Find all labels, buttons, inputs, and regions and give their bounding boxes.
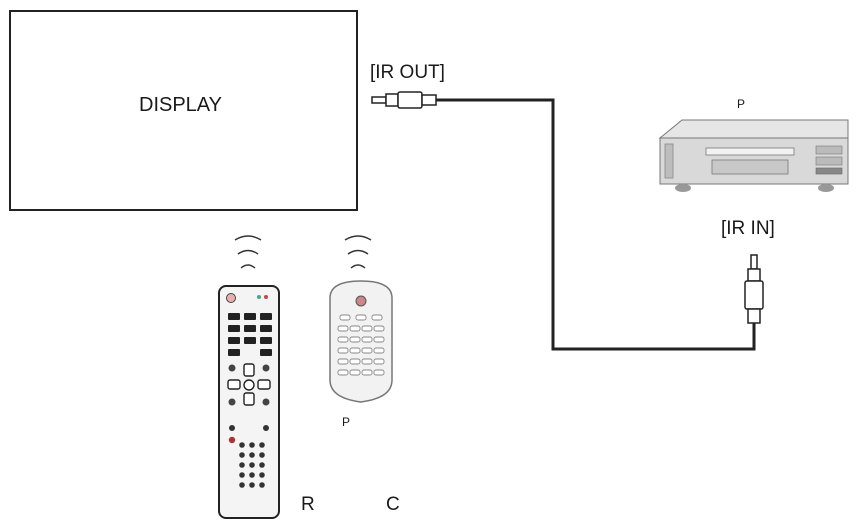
ir-cable: [436, 98, 756, 351]
ir-out-jack-icon: [371, 91, 437, 109]
display-screen: [9, 10, 358, 211]
ir-signal-icon: [234, 235, 262, 269]
ir-out-label: [IR OUT]: [370, 62, 445, 83]
display-label: DISPLAY: [139, 94, 222, 116]
remote-r-label: R: [301, 494, 315, 515]
remote-control-icon: [218, 285, 280, 519]
ir-in-jack-icon: [744, 254, 764, 324]
player-tag-label: P: [737, 97, 746, 111]
ir-in-label: [IR IN]: [721, 218, 775, 239]
remote-small-tag-label: P: [342, 415, 351, 429]
dvd-player-icon: [658, 119, 849, 192]
remote-c-label: C: [386, 494, 400, 515]
ir-signal-icon: [344, 235, 372, 269]
remote-control-icon: [329, 280, 393, 403]
